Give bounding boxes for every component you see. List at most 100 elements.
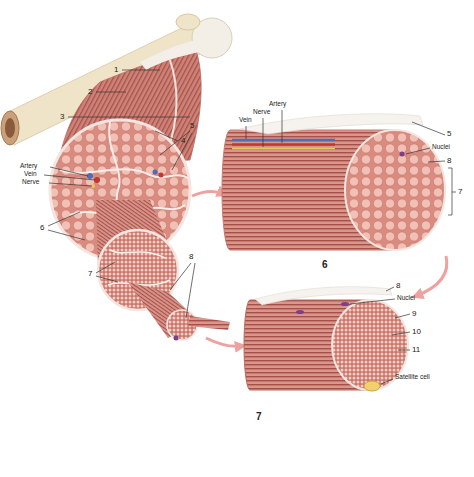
label-holder: Nerve <box>253 109 270 116</box>
illustration-part <box>188 316 230 330</box>
illustration-part <box>406 148 430 154</box>
illustration-part <box>232 148 335 150</box>
label-holder: Nuclei <box>397 295 415 302</box>
callout-number: 7 <box>88 269 92 278</box>
illustration-part <box>416 256 447 296</box>
illustration-part <box>110 250 165 258</box>
label-holder: Satellite cell <box>395 374 430 381</box>
illustration-part <box>68 117 190 118</box>
illustration-part <box>240 114 423 134</box>
label-holder: Vein <box>239 117 252 124</box>
illustration-part <box>140 40 200 70</box>
illustration-part <box>341 302 349 306</box>
label-holder: Vein <box>24 171 37 178</box>
illustration-part <box>155 131 178 141</box>
illustration-part <box>153 170 158 175</box>
illustration-part <box>168 60 177 150</box>
callout-number: 1 <box>114 65 118 74</box>
illustration-part <box>398 350 410 351</box>
label-holder: 1 <box>114 66 118 74</box>
illustration-part <box>1 111 19 145</box>
illustration-part <box>244 300 408 390</box>
part-label: Artery <box>269 100 286 107</box>
label-holder: 4 <box>181 137 185 145</box>
illustration-part <box>392 332 410 335</box>
label-holder: 8 <box>189 253 193 261</box>
label-holder: 5 <box>190 122 194 130</box>
label-holder: 11 <box>412 346 420 354</box>
illustration-part <box>246 126 247 139</box>
callout-number: 6 <box>322 259 328 270</box>
callout-number: 11 <box>412 345 420 354</box>
leader-lines <box>44 70 456 384</box>
illustration-part <box>48 212 80 226</box>
label-holder: 7 <box>458 188 462 196</box>
callout-number: 8 <box>447 156 451 165</box>
illustration-part <box>255 287 392 305</box>
illustration-part <box>282 110 283 143</box>
illustration-part <box>48 230 85 240</box>
illustration-part <box>222 130 445 250</box>
label-holder: 6 <box>322 260 328 270</box>
illustration-part <box>44 175 95 180</box>
illustration-part <box>172 133 192 170</box>
illustration-part <box>232 139 335 142</box>
illustration-part <box>186 263 195 318</box>
part-label: Nerve <box>253 108 270 115</box>
illustration-part <box>412 122 445 135</box>
part-label: Artery <box>20 162 37 169</box>
illustration-part <box>386 287 394 291</box>
illustration-part <box>345 130 445 250</box>
illustration-part <box>263 118 264 147</box>
label-holder: 7 <box>88 270 92 278</box>
illustration-part <box>400 152 405 157</box>
illustration-part <box>49 183 92 186</box>
part-label: Vein <box>239 116 252 123</box>
label-holder: 5 <box>447 130 451 138</box>
callout-number: 9 <box>412 309 416 318</box>
illustration-part <box>96 262 115 273</box>
label-holder: 8 <box>396 282 400 290</box>
part-label: Nerve <box>22 178 39 185</box>
illustration-part <box>395 314 410 318</box>
callout-number: 5 <box>190 121 194 130</box>
part-label: Nuclei <box>397 294 415 301</box>
label-holder: 10 <box>412 328 421 336</box>
muscle-fiber <box>128 282 230 341</box>
illustration-part <box>50 167 88 176</box>
part-label: Satellite cell <box>395 373 430 380</box>
label-holder: 6 <box>40 224 44 232</box>
callout-number: 2 <box>88 87 92 96</box>
fascicle-enlargement <box>222 114 445 250</box>
illustration-part <box>174 336 179 341</box>
label-holder: 3 <box>60 113 64 121</box>
callout-number: 8 <box>396 281 400 290</box>
callout-number: 7 <box>458 187 462 196</box>
illustration-part <box>176 14 200 30</box>
callout-number: 7 <box>256 411 262 422</box>
part-label: Nuclei <box>432 143 450 150</box>
label-holder: 8 <box>447 157 451 165</box>
part-label: Vein <box>24 170 37 177</box>
illustration-part <box>5 118 15 138</box>
fiber-enlargement <box>244 287 408 391</box>
illustration-part <box>192 191 224 196</box>
label-holder: Artery <box>269 101 286 108</box>
illustration-part <box>96 92 126 93</box>
callout-number: 4 <box>181 136 185 145</box>
illustration-part <box>206 338 242 346</box>
label-holder: Artery <box>20 163 37 170</box>
illustration-part <box>108 280 170 285</box>
label-holder: 2 <box>88 88 92 96</box>
callout-number: 5 <box>447 129 451 138</box>
illustration-part <box>159 173 164 178</box>
illustration-part <box>448 168 456 215</box>
callout-number: 10 <box>412 327 421 336</box>
illustration-part <box>122 70 160 71</box>
illustration-part <box>364 381 380 391</box>
illustration-part <box>381 379 393 384</box>
illustration-part <box>170 263 191 290</box>
illustration-part <box>350 299 395 304</box>
label-holder: 7 <box>256 412 262 422</box>
